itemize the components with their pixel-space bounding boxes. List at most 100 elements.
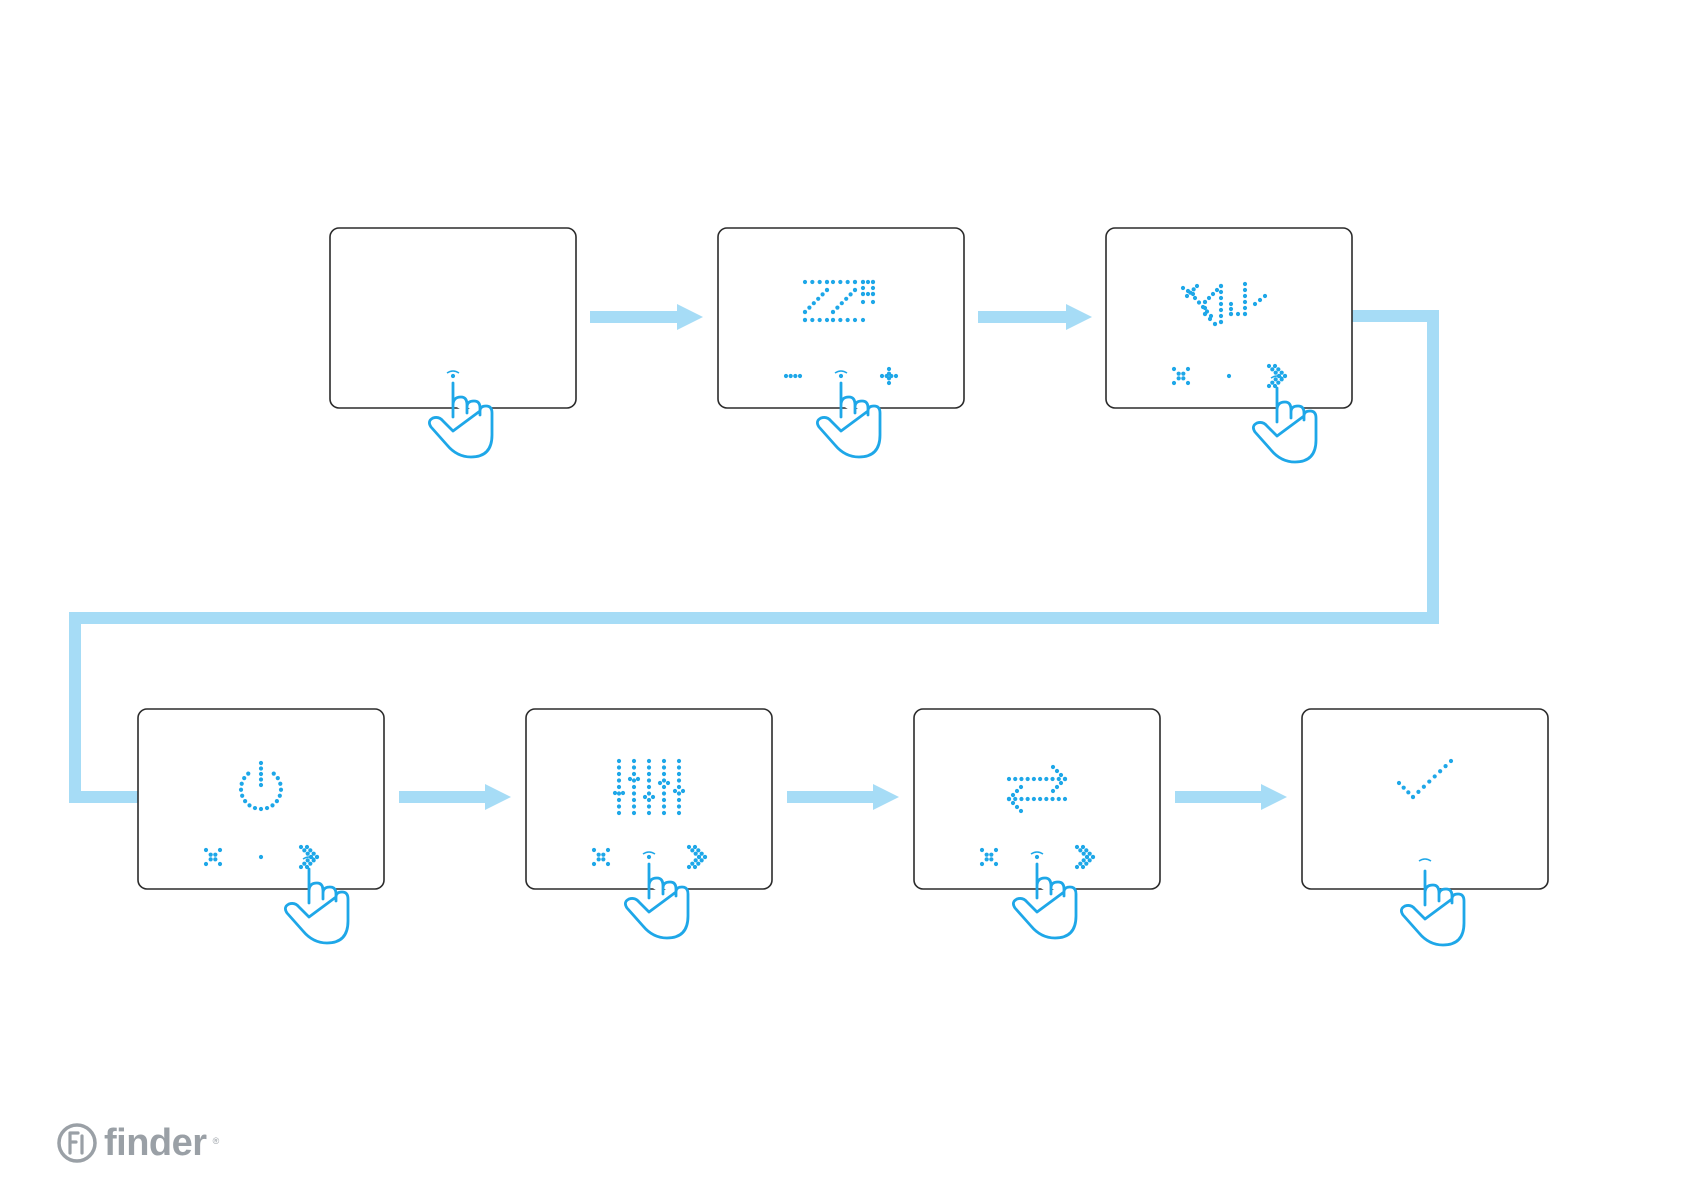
led-dot xyxy=(1084,848,1088,852)
led-dot xyxy=(1015,805,1019,809)
led-dot xyxy=(647,759,651,763)
led-dot xyxy=(617,759,621,763)
led-dot xyxy=(278,794,282,798)
led-dot xyxy=(1057,777,1061,781)
flow-arrow xyxy=(1175,784,1287,810)
led-dot xyxy=(240,794,244,798)
led-dot xyxy=(803,318,807,322)
led-dot xyxy=(1243,306,1247,310)
led-dot xyxy=(1026,797,1030,801)
led-dot xyxy=(887,381,891,385)
led-dot xyxy=(1270,367,1274,371)
led-dot xyxy=(647,798,651,802)
led-dot xyxy=(606,848,610,852)
led-dot xyxy=(240,782,244,786)
led-dot xyxy=(677,772,681,776)
led-dot xyxy=(308,848,312,852)
led-dot xyxy=(1013,777,1017,781)
led-dot xyxy=(606,862,610,866)
led-dot xyxy=(687,865,691,869)
led-dot xyxy=(687,845,691,849)
led-dot xyxy=(677,798,681,802)
step-tile-2 xyxy=(718,228,964,457)
led-dot xyxy=(677,791,681,795)
flow-arrow xyxy=(787,784,899,810)
led-dot xyxy=(1443,764,1447,768)
led-dot xyxy=(209,857,213,861)
led-dot xyxy=(1186,289,1190,293)
led-dot xyxy=(617,804,621,808)
led-dot xyxy=(1081,865,1085,869)
led-dot xyxy=(693,865,697,869)
arrow-head xyxy=(1261,784,1287,810)
led-dot xyxy=(1181,286,1185,290)
flow-arrow xyxy=(399,784,511,810)
led-dot xyxy=(694,858,698,862)
led-dot xyxy=(1186,381,1190,385)
step-tile-4 xyxy=(138,709,384,943)
led-dot xyxy=(592,862,596,866)
led-dot xyxy=(871,280,875,284)
led-dot xyxy=(306,858,310,862)
arrow-shaft xyxy=(590,311,679,323)
led-dot xyxy=(1013,797,1017,801)
led-dot xyxy=(1422,785,1426,789)
led-dot xyxy=(1219,284,1223,288)
led-dot xyxy=(1243,312,1247,316)
led-dot xyxy=(306,852,310,856)
led-dot xyxy=(1059,773,1063,777)
led-dot xyxy=(1449,759,1453,763)
led-dot xyxy=(1063,777,1067,781)
led-dot xyxy=(1019,797,1023,801)
led-dot xyxy=(243,799,247,803)
led-dot xyxy=(259,761,263,765)
led-dot xyxy=(312,852,316,856)
led-dot xyxy=(632,759,636,763)
led-dot xyxy=(1019,785,1023,789)
step-tile-5 xyxy=(526,709,772,938)
led-dot xyxy=(1059,781,1063,785)
led-dot xyxy=(647,785,651,789)
led-dot xyxy=(662,759,666,763)
led-dot xyxy=(1203,312,1207,316)
led-dot xyxy=(807,306,811,310)
led-dot xyxy=(1082,858,1086,862)
led-dot xyxy=(1243,300,1247,304)
led-dot xyxy=(259,766,263,770)
led-dot xyxy=(861,286,865,290)
step-tile-7 xyxy=(1302,709,1548,945)
led-dot xyxy=(259,777,263,781)
led-dot xyxy=(308,862,312,866)
led-dot xyxy=(259,807,263,811)
led-dot xyxy=(812,301,816,305)
led-dot xyxy=(681,789,685,793)
led-dot xyxy=(302,848,306,852)
led-dot xyxy=(789,374,793,378)
led-dot xyxy=(1091,855,1095,859)
led-dot xyxy=(1203,306,1207,310)
led-dot xyxy=(831,310,835,314)
led-dot xyxy=(1438,769,1442,773)
led-dot xyxy=(861,300,865,304)
led-dot xyxy=(894,374,898,378)
led-dot xyxy=(677,759,681,763)
led-dot xyxy=(1075,865,1079,869)
led-dot xyxy=(597,857,601,861)
led-dot xyxy=(696,862,700,866)
led-dot xyxy=(677,811,681,815)
finder-emblem-icon xyxy=(56,1122,98,1164)
led-dot xyxy=(242,776,246,780)
led-dot xyxy=(1015,789,1019,793)
led-dot xyxy=(1203,300,1207,304)
led-dot xyxy=(696,848,700,852)
led-dot xyxy=(315,855,319,859)
led-dot xyxy=(299,865,303,869)
led-dot xyxy=(621,791,625,795)
led-dot xyxy=(994,862,998,866)
led-dot xyxy=(643,795,647,799)
led-dot xyxy=(784,374,788,378)
led-dot xyxy=(213,853,217,857)
led-dot xyxy=(1273,364,1277,368)
dot-icon xyxy=(839,374,843,378)
led-dot xyxy=(647,778,651,782)
